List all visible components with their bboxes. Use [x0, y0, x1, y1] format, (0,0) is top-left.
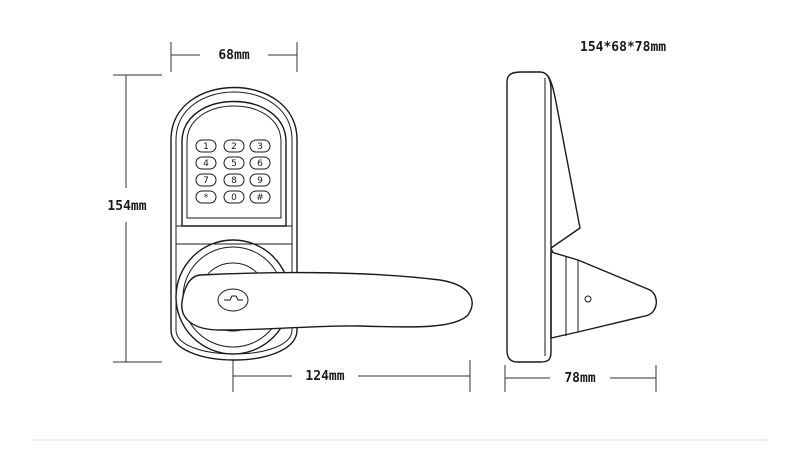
keypad-key-label: # — [256, 193, 264, 203]
keypad-key-outline — [249, 190, 271, 204]
keypad-key-label: 1 — [203, 142, 209, 152]
keypad-key: 4 — [195, 156, 217, 170]
keypad-key-outline — [223, 139, 245, 153]
keypad-key-label: 5 — [231, 159, 237, 169]
keypad-key: 2 — [223, 139, 245, 153]
keypad-key-outline — [249, 173, 271, 187]
keypad-key-label: * — [204, 193, 209, 203]
keypad-key-outline — [249, 156, 271, 170]
width-label: 68mm — [218, 48, 249, 63]
front-body-outline — [170, 86, 298, 361]
lock-side-view — [506, 71, 657, 363]
keypad-key-label: 3 — [257, 142, 263, 152]
side-wedge-tip — [550, 247, 554, 253]
keypad-base-band — [175, 225, 293, 245]
lever-handle — [181, 271, 473, 331]
keypad-key-outline — [223, 173, 245, 187]
keypad-key-label: 8 — [231, 176, 237, 186]
keypad-key: 1 — [195, 139, 217, 153]
keypad-key: 5 — [223, 156, 245, 170]
keypad-key: 6 — [249, 156, 271, 170]
keypad-key-label: 0 — [231, 193, 237, 203]
overall-dimensions-label: 154*68*78mm — [580, 40, 666, 55]
keypad-key-label: 4 — [203, 159, 209, 169]
keypad-key: # — [249, 190, 271, 204]
keypad-key-outline — [223, 190, 245, 204]
keypad-key-label: 7 — [203, 176, 209, 186]
keypad-key: 0 — [223, 190, 245, 204]
keypad-keys: 1 2 3 4 5 6 7 8 9 * 0 # — [195, 139, 271, 204]
width-dimension: 68mm — [170, 42, 298, 72]
side-handle-housing — [550, 251, 657, 339]
depth-dimension: 78mm — [504, 365, 657, 392]
keypad-key-outline — [195, 156, 217, 170]
keypad-key: 8 — [223, 173, 245, 187]
keypad-key-outline — [195, 190, 217, 204]
keyhole-icon — [224, 295, 243, 301]
key-cylinder — [217, 288, 249, 312]
keypad-key-label: 6 — [257, 159, 263, 169]
keypad-panel — [181, 100, 287, 227]
side-set-screw — [584, 295, 592, 303]
keypad-key: 3 — [249, 139, 271, 153]
keypad-key-label: 9 — [257, 176, 263, 186]
keypad-key-label: 2 — [231, 142, 237, 152]
height-label: 154mm — [107, 199, 146, 214]
keypad-key-outline — [195, 139, 217, 153]
front-body-inner — [175, 91, 293, 355]
height-dimension: 154mm — [107, 74, 162, 363]
keypad-face — [186, 105, 282, 219]
keypad-key-outline — [223, 156, 245, 170]
handle-length-dimension: 124mm — [232, 360, 471, 392]
keypad-key-outline — [249, 139, 271, 153]
keypad-key: 9 — [249, 173, 271, 187]
keypad-key: * — [195, 190, 217, 204]
lock-front-view: 1 2 3 4 5 6 7 8 9 * 0 # — [170, 86, 473, 361]
depth-label: 78mm — [564, 371, 595, 386]
handle-length-label: 124mm — [305, 369, 344, 384]
side-keypad-wedge — [547, 75, 581, 249]
keypad-key: 7 — [195, 173, 217, 187]
side-backplate — [506, 71, 552, 363]
keypad-key-outline — [195, 173, 217, 187]
